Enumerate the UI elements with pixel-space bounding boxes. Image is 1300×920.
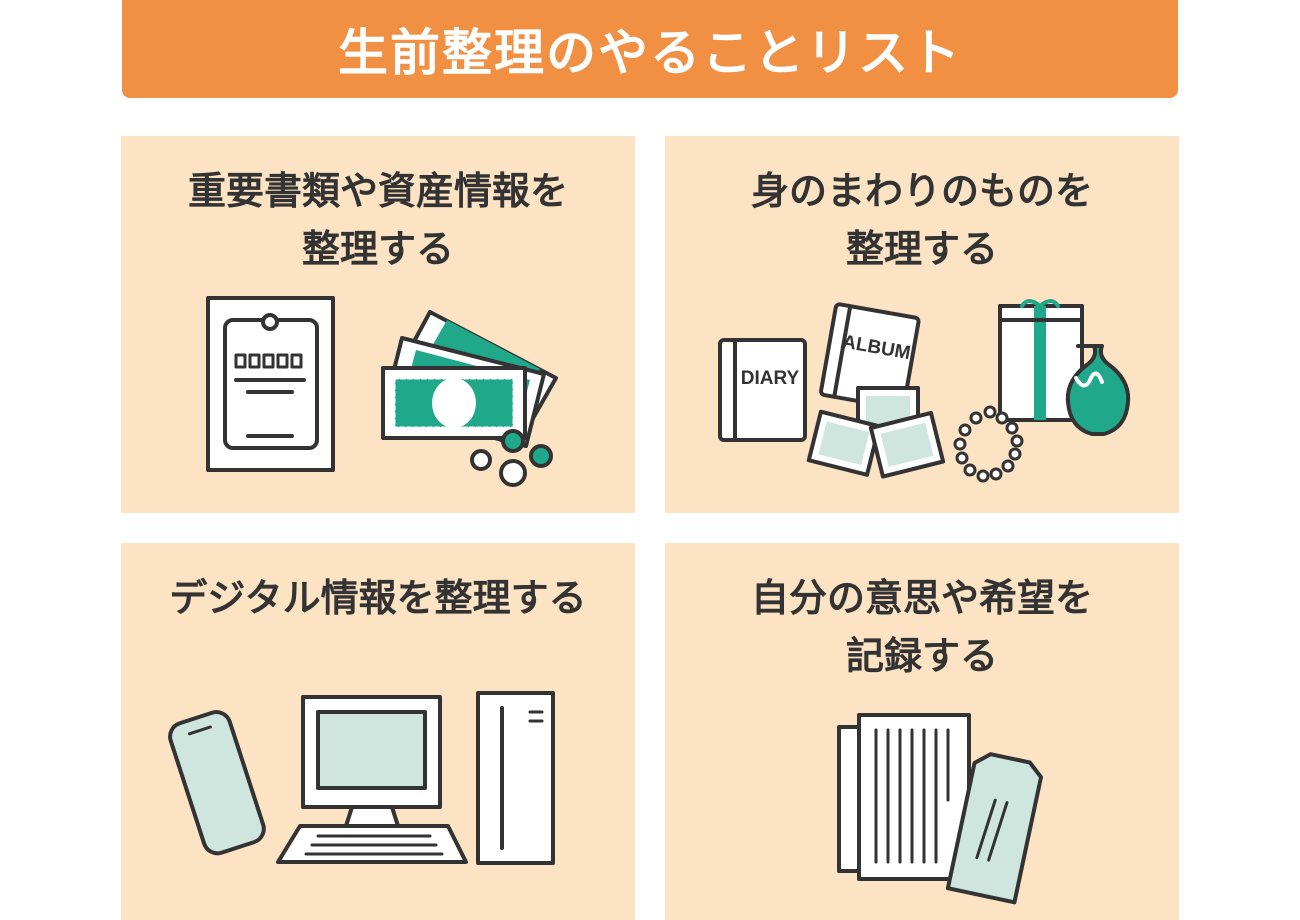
keyboard-icon [276,824,468,864]
card-wishes: 自分の意思や希望を 記録する [665,543,1179,920]
gift-box-icon [998,299,1084,422]
envelope-icon [945,752,1044,905]
letter-paper-icon [837,713,971,881]
diary-icon: DIARY [718,338,807,442]
photos-icon [806,386,946,479]
title-banner: 生前整理のやることリスト [122,0,1178,98]
pc-tower-icon [476,691,555,865]
document-tablet-icon: 00000 [206,296,335,472]
smartphone-icon [168,710,266,856]
page-title: 生前整理のやることリスト [338,24,962,82]
card-title: デジタル情報を整理する [169,576,587,620]
coins-icon [470,429,553,487]
vase-icon [1065,344,1131,436]
card-title: 身のまわりのものを 整理する [750,169,1093,271]
card-title: 重要書類や資産情報を 整理する [187,169,568,271]
card-title: 自分の意思や希望を 記録する [750,576,1093,678]
diary-label: DIARY [741,368,800,389]
banknotes-icon [381,310,558,450]
bead-bracelet-icon [953,405,1024,483]
monitor-icon [301,695,442,828]
